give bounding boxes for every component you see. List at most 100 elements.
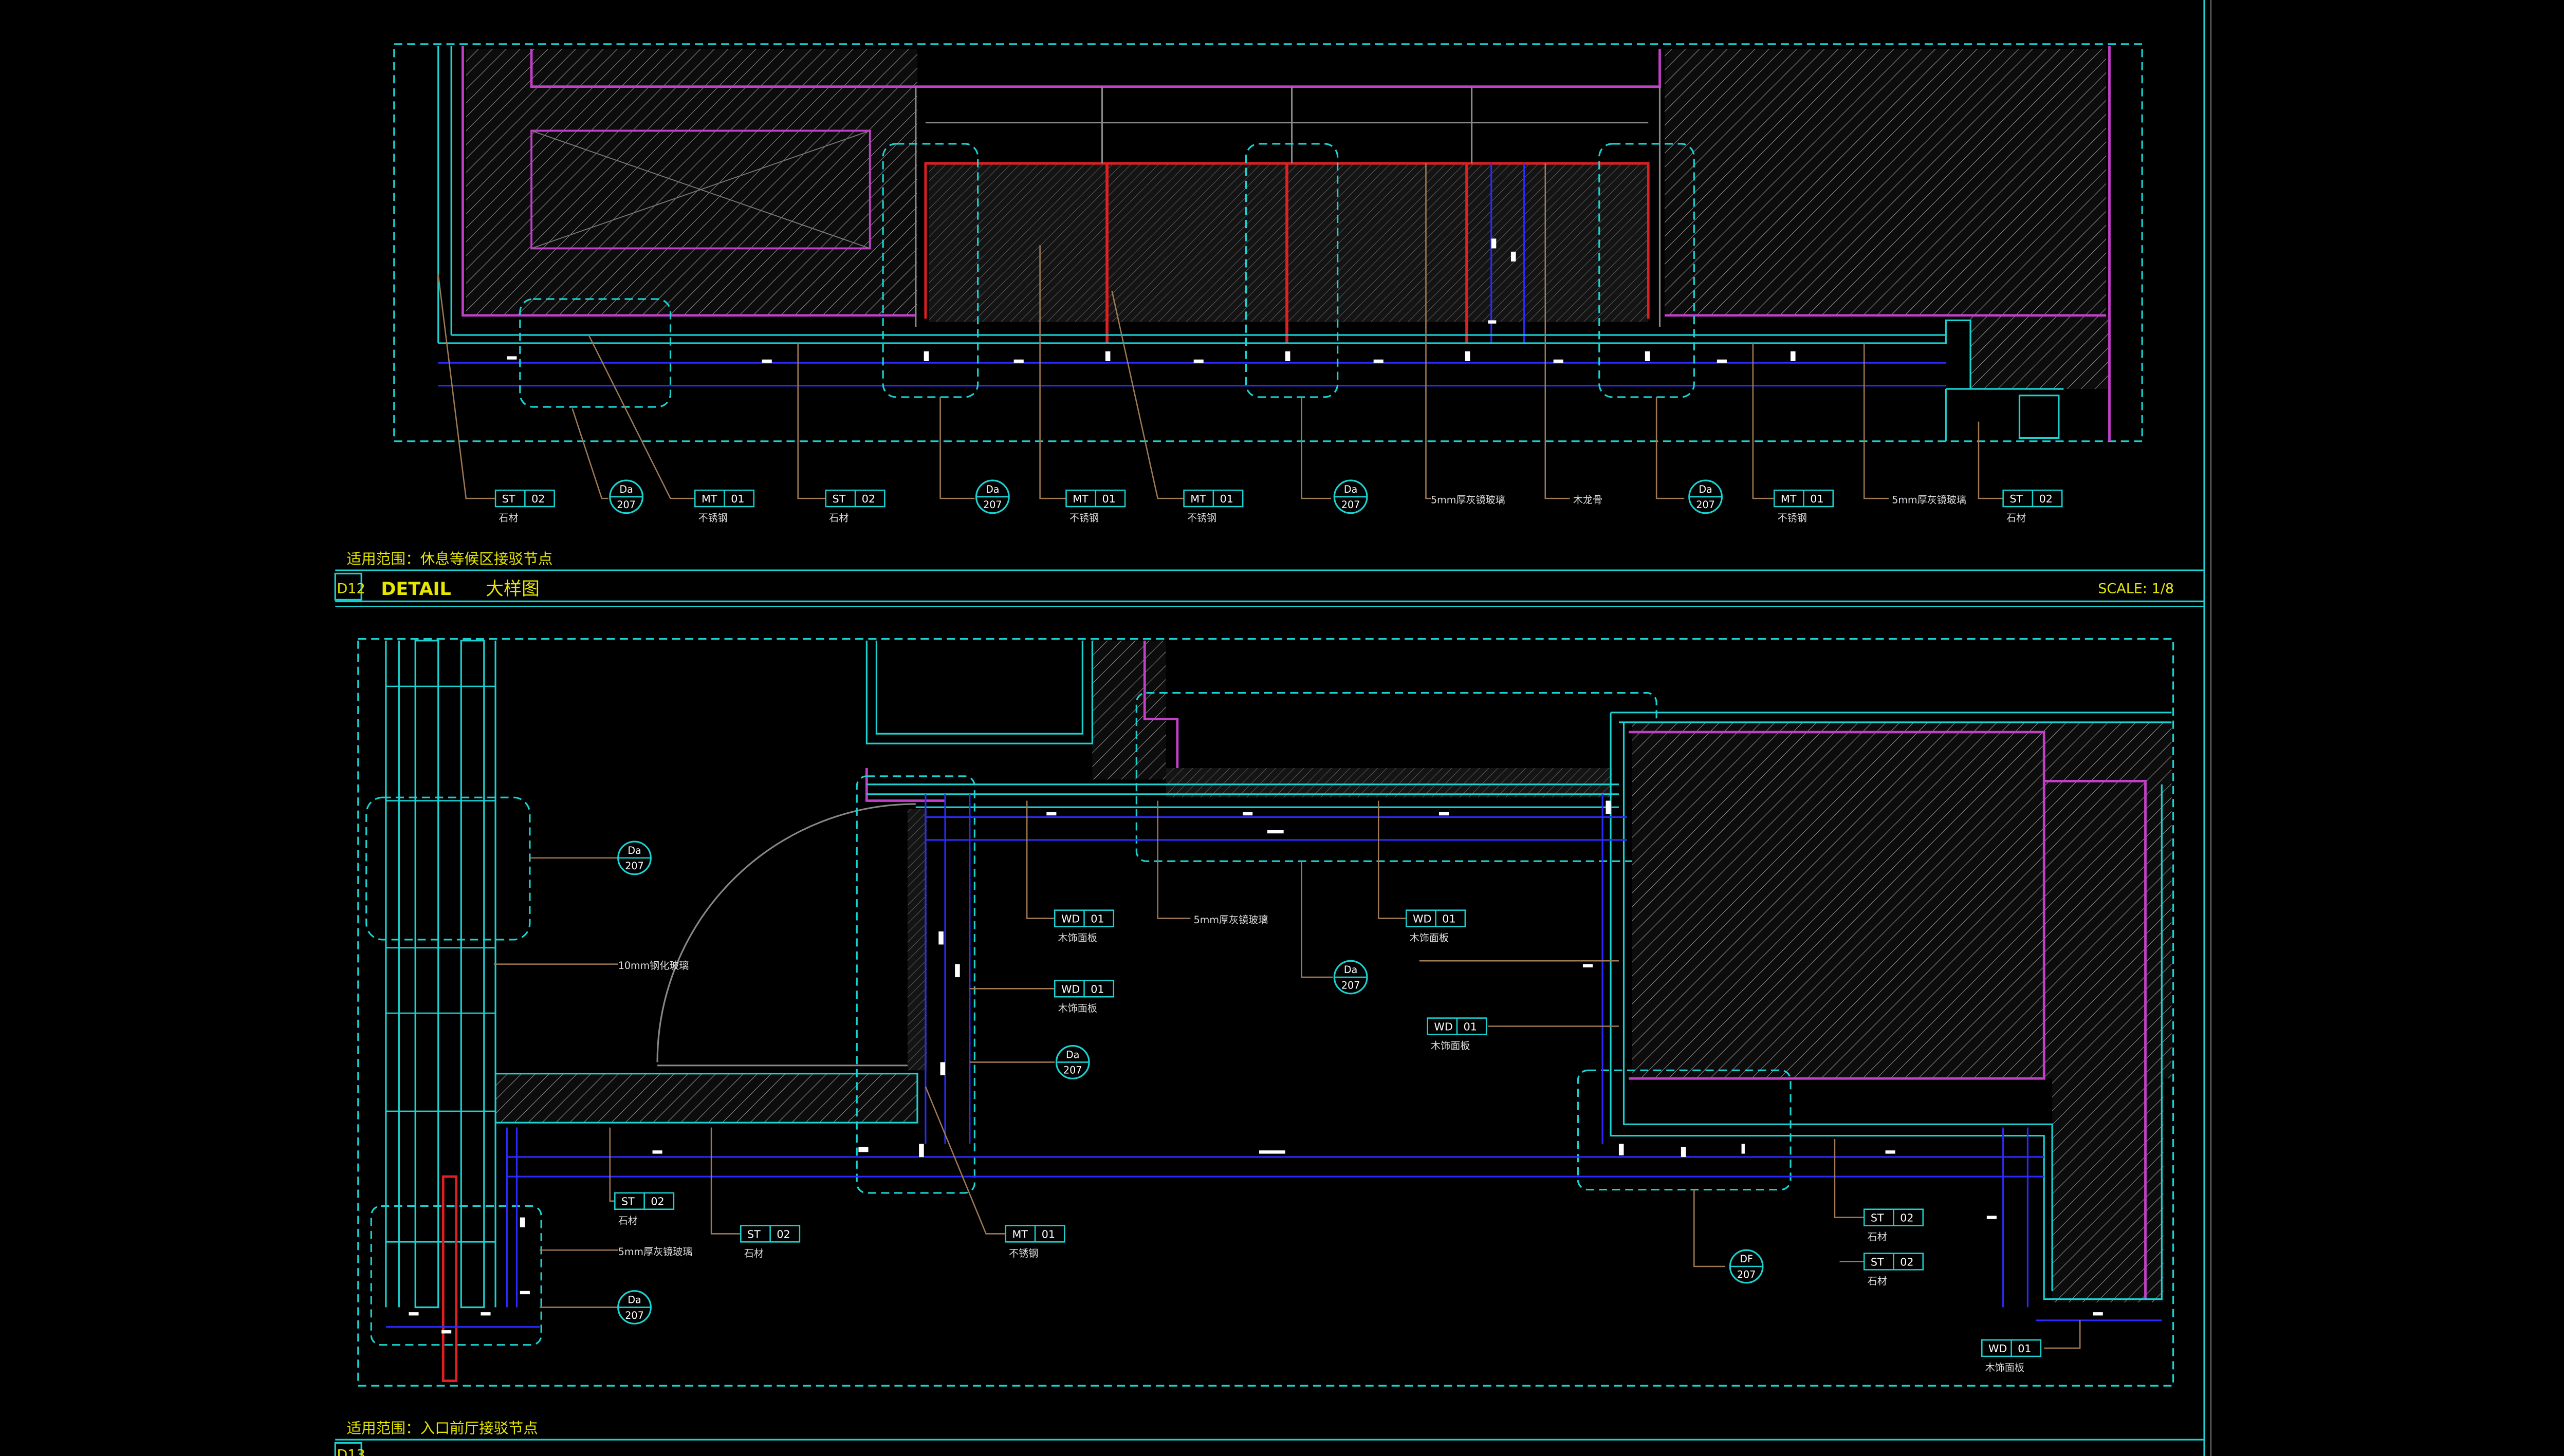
- material-tag-code: ST: [1871, 1256, 1884, 1268]
- callout-code: Da: [1344, 484, 1357, 495]
- callout-code: Da: [1066, 1050, 1079, 1061]
- callout-sheet: 207: [1341, 499, 1360, 511]
- callout-sheet: 207: [1063, 1065, 1082, 1076]
- material-tag-number: 02: [862, 493, 875, 505]
- material-tag-code: ST: [2009, 493, 2023, 505]
- material-tag-label: 不锈钢: [1778, 513, 1807, 524]
- material-tag-number: 01: [1091, 913, 1104, 925]
- material-tag-code: ST: [747, 1228, 761, 1240]
- detail-callout: DF 207: [1729, 1249, 1764, 1284]
- callout-sheet: 207: [983, 499, 1002, 511]
- material-tag-number: 02: [531, 493, 545, 505]
- material-tag-code: MT: [1781, 493, 1797, 505]
- top-detail-title: DETAIL: [381, 579, 451, 600]
- material-tag-code: WD: [1413, 913, 1431, 925]
- material-tag-number: 01: [1091, 983, 1104, 995]
- material-tag-label: 不锈钢: [698, 513, 728, 524]
- detail-callout: Da 207: [1333, 479, 1368, 514]
- top-leader-note-1: 5mm厚灰镜玻璃: [1431, 495, 1505, 506]
- top-leader-note-3: 5mm厚灰镜玻璃: [1892, 495, 1966, 506]
- material-tag-label: 石材: [829, 513, 848, 524]
- material-tag-code: MT: [1012, 1228, 1028, 1240]
- material-tag-code: WD: [1434, 1020, 1452, 1033]
- material-tag-label: 石材: [499, 513, 518, 524]
- material-tag-label: 木饰面板: [1431, 1040, 1470, 1052]
- material-tag-label: 木饰面板: [1058, 1003, 1097, 1014]
- top-leader-note-2: 木龙骨: [1573, 495, 1602, 506]
- callout-code: Da: [628, 845, 641, 856]
- bottom-leader-note-2: 5mm厚灰镜玻璃: [1194, 914, 1268, 926]
- material-tag-number: 01: [1464, 1020, 1477, 1033]
- material-tag-code: ST: [621, 1196, 635, 1208]
- top-detail-index: D12: [337, 581, 365, 597]
- callout-sheet: 207: [1737, 1269, 1756, 1280]
- callout-code: DF: [1740, 1254, 1753, 1265]
- material-tag-code: WD: [1988, 1342, 2007, 1355]
- material-tag-code: ST: [1871, 1212, 1884, 1224]
- bottom-leader-note-3: 5mm厚灰镜玻璃: [618, 1246, 693, 1258]
- material-tag-number: 02: [1900, 1212, 1913, 1224]
- material-tag-code: ST: [833, 493, 846, 505]
- top-scope-note: 适用范围：休息等候区接驳节点: [347, 550, 553, 567]
- material-tag: WD 01 木饰面板: [1054, 909, 1115, 944]
- callout-code: Da: [986, 484, 999, 495]
- material-tag: WD 01 木饰面板: [1981, 1339, 2042, 1374]
- material-tag-number: 01: [2018, 1342, 2031, 1355]
- material-tag: WD 01 木饰面板: [1054, 980, 1115, 1014]
- detail-callout: Da 207: [1055, 1045, 1090, 1079]
- material-tag-label: 石材: [744, 1248, 764, 1259]
- material-tag-code: WD: [1061, 913, 1080, 925]
- material-tag-number: 01: [731, 493, 744, 505]
- callout-code: Da: [1699, 484, 1712, 495]
- material-tag-code: MT: [1190, 493, 1206, 505]
- material-tag-number: 01: [1220, 493, 1233, 505]
- material-tag-code: ST: [502, 493, 515, 505]
- material-tag: WD 01 木饰面板: [1406, 909, 1466, 944]
- bottom-detail: WD01木饰面板WD01木饰面板WD01木饰面板WD01木饰面板ST02石材ST…: [357, 638, 2174, 1387]
- material-tag: WD 01 木饰面板: [1427, 1017, 1487, 1052]
- detail-callout: Da 207: [1333, 960, 1368, 995]
- detail-callout: Da 207: [1688, 479, 1723, 514]
- material-tag-label: 不锈钢: [1069, 513, 1099, 524]
- bottom-scope-note: 适用范围：入口前厅接驳节点: [347, 1419, 538, 1436]
- material-tag-label: 石材: [1868, 1276, 1887, 1287]
- bottom-title-block: 适用范围：入口前厅接驳节点 D13: [334, 1419, 2205, 1456]
- callout-sheet: 207: [1696, 499, 1714, 511]
- bottom-leader-note-1: 10mm钢化玻璃: [618, 960, 689, 972]
- callout-code: Da: [1344, 964, 1357, 976]
- callout-sheet: 207: [617, 499, 635, 511]
- material-tag-number: 02: [2039, 493, 2053, 505]
- material-tag-number: 01: [1102, 493, 1116, 505]
- material-tag: ST 02 石材: [825, 489, 886, 524]
- material-tag-label: 木饰面板: [1058, 932, 1097, 944]
- material-tag-code: WD: [1061, 983, 1080, 995]
- material-tag-label: 木饰面板: [1410, 932, 1449, 944]
- material-tag-code: MT: [702, 493, 717, 505]
- material-tag-code: MT: [1073, 493, 1089, 505]
- callout-sheet: 207: [1341, 980, 1360, 991]
- material-tag-label: 不锈钢: [1009, 1248, 1038, 1259]
- top-detail-callouts: Da 207 Da 207 Da 207 Da 207: [609, 479, 1723, 514]
- bottom-detail-index: D13: [337, 1447, 365, 1456]
- callout-sheet: 207: [625, 1310, 643, 1321]
- material-tag: ST 02 石材: [1863, 1253, 1924, 1287]
- material-tag-label: 石材: [618, 1215, 638, 1226]
- material-tag-number: 01: [1442, 913, 1455, 925]
- callout-code: Da: [619, 484, 633, 495]
- material-tag: ST 02 石材: [494, 489, 555, 524]
- material-tag-number: 02: [1900, 1256, 1913, 1268]
- material-tag-label: 木饰面板: [1985, 1362, 2024, 1374]
